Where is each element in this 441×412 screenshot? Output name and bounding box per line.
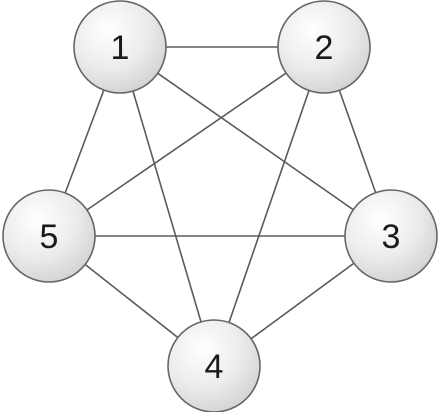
node-circle	[73, 0, 167, 94]
node-circle	[2, 189, 96, 283]
node-label: 5	[40, 218, 59, 256]
node-4: 4	[167, 319, 261, 412]
node-circle	[344, 189, 438, 283]
node-circle	[277, 0, 371, 94]
node-label: 4	[205, 348, 224, 386]
node-label: 3	[382, 218, 401, 256]
node-3: 3	[344, 189, 438, 283]
edges-layer	[48, 46, 392, 367]
edge-1-4	[119, 46, 215, 367]
node-2: 2	[277, 0, 371, 94]
edge-1-3	[119, 46, 392, 237]
node-circle	[167, 319, 261, 412]
node-1: 1	[73, 0, 167, 94]
node-label: 1	[111, 29, 130, 67]
edge-2-4	[213, 46, 325, 367]
node-label: 2	[315, 29, 334, 67]
edge-2-5	[48, 46, 325, 237]
node-5: 5	[2, 189, 96, 283]
